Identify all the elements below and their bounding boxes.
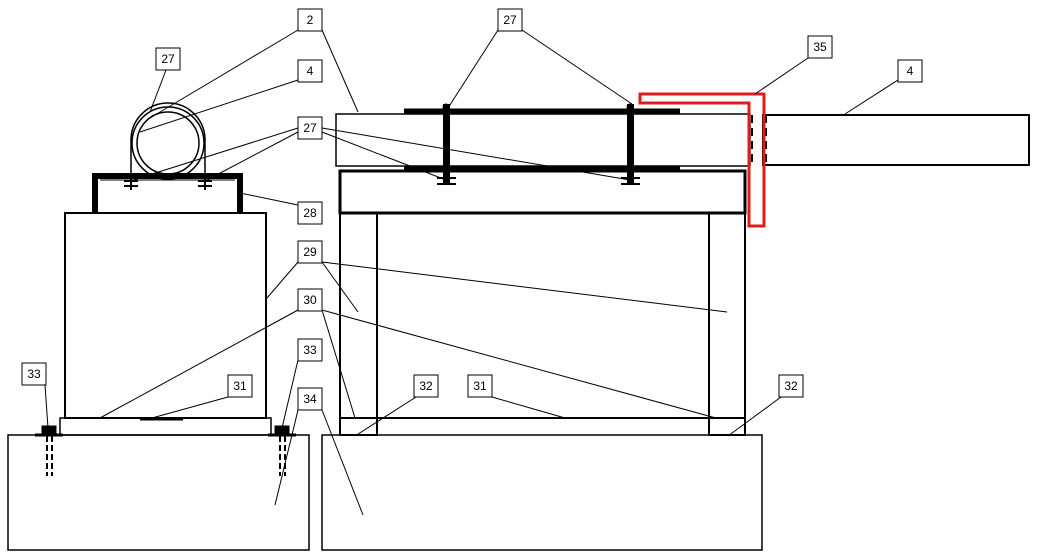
callout-28-text: 28 [303,206,317,220]
u-bolt [130,102,206,186]
callout-32-right-text: 32 [784,379,798,393]
callout-33-left-text: 33 [27,367,41,381]
callout-2: 2 [297,8,323,32]
anchor-bolt-left [35,425,63,476]
pipe-inner [136,111,200,175]
callout-31-right-text: 31 [473,379,487,393]
callout-31-right: 31 [467,374,493,398]
upper-beam-right [762,114,1030,166]
callout-34: 34 [297,387,323,411]
left-foundation [7,434,310,551]
callout-31-left: 31 [227,374,253,398]
callout-30-text: 30 [303,293,317,307]
callout-33-left: 33 [21,362,47,386]
callout-32-left-text: 32 [419,379,433,393]
red-clamp [638,92,766,228]
pipe-outer [131,106,205,180]
callout-4-right: 4 [897,59,923,83]
callout-4-left-text: 4 [307,64,314,78]
right-frame-right-leg [708,212,746,436]
callout-31-left-text: 31 [233,379,247,393]
right-frame-outer [339,212,746,419]
upper-beam-left [335,113,751,167]
callout-32-right: 32 [778,374,804,398]
right-foundation [321,434,763,551]
callout-35: 35 [807,35,833,59]
left-base-plate [59,417,272,436]
callout-32-left: 32 [413,374,439,398]
callout-2-text: 2 [307,13,314,27]
callout-4-right-text: 4 [907,64,914,78]
callout-27-top-text: 27 [503,13,517,27]
callout-27-top: 27 [497,8,523,32]
callouts: 2 27 27 27 4 4 35 28 29 30 33 33 34 31 3… [21,8,923,411]
callout-33-right-text: 33 [303,343,317,357]
left-saddle [92,173,243,213]
callout-4-left: 4 [297,59,323,83]
bolt-right [621,103,640,185]
callout-34-text: 34 [303,392,317,406]
callout-28: 28 [297,201,323,225]
callout-35-text: 35 [813,40,827,54]
callout-27-mid-text: 27 [303,121,317,135]
callout-33-right: 33 [297,338,323,362]
callout-27-pipe-text: 27 [161,52,175,66]
leader-lines [44,29,899,516]
callout-29-text: 29 [303,245,317,259]
callout-29: 29 [297,240,323,264]
callout-30: 30 [297,288,323,312]
cap-beam [338,169,747,215]
callout-27-mid: 27 [297,116,323,140]
callout-27-pipe: 27 [155,47,181,71]
